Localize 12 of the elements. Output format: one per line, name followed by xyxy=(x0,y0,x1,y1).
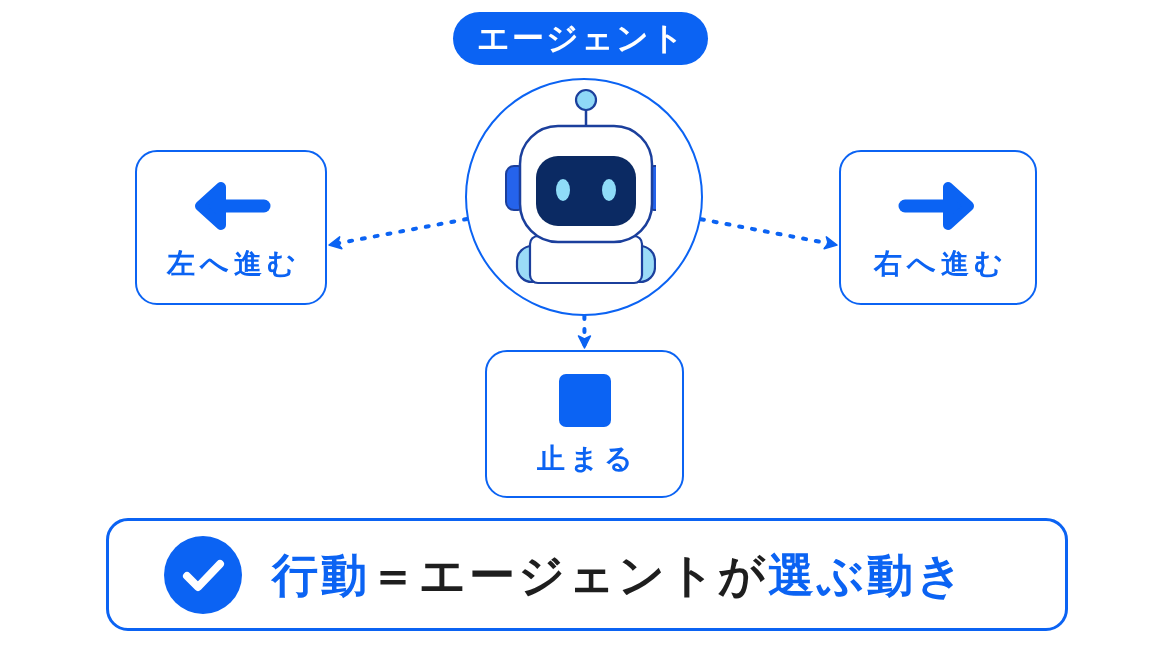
action-label: 左へ進む xyxy=(165,246,301,282)
dotted-arrow xyxy=(577,314,592,350)
action-card xyxy=(135,150,327,305)
dotted-arrow xyxy=(698,217,839,250)
action-card xyxy=(485,350,684,498)
summary-banner xyxy=(106,518,1068,631)
summary-text: 行動＝エージェントが選ぶ動き xyxy=(272,546,966,604)
dotted-arrow xyxy=(327,217,470,250)
action-label: 右へ進む xyxy=(872,246,1008,282)
action-label: 止まる xyxy=(535,441,638,477)
agent-label-pill: エージェント xyxy=(453,12,708,65)
action-card xyxy=(839,150,1037,305)
